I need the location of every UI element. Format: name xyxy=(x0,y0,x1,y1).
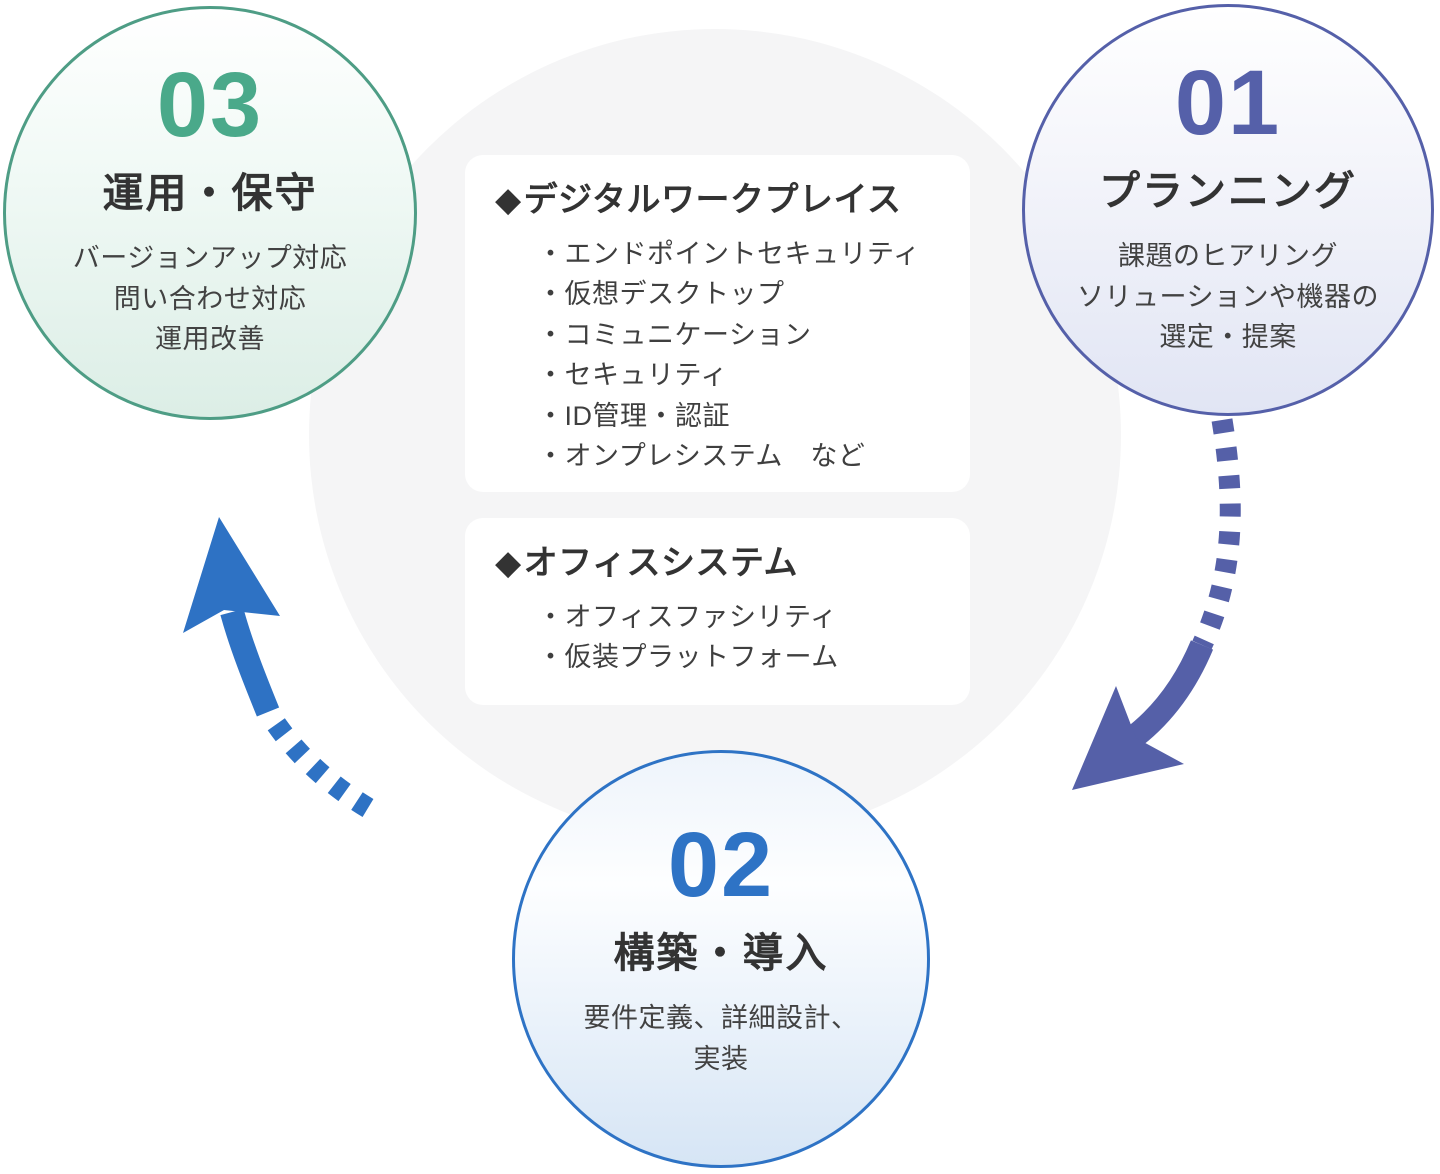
arrow-head-icon xyxy=(1072,686,1184,790)
office-system-card-title: ◆オフィスシステム xyxy=(495,542,950,585)
diamond-icon: ◆ xyxy=(495,544,522,582)
list-item: ・オンプレシステム など xyxy=(537,441,866,471)
digital-workplace-card: ◆デジタルワークプレイス ・エンドポイントセキュリティ ・仮想デスクトップ ・コ… xyxy=(465,155,970,492)
diamond-icon: ◆ xyxy=(495,181,522,219)
office-system-card-title-text: オフィスシステム xyxy=(523,544,798,582)
list-item: ・エンドポイントセキュリティ xyxy=(537,238,921,269)
arrow-head-icon xyxy=(183,517,280,633)
list-item: ・仮装プラットフォーム xyxy=(537,642,839,672)
arrow-dashed-tail xyxy=(1192,418,1241,650)
arrow-01-to-02 xyxy=(1072,418,1241,790)
arrow-02-to-03 xyxy=(183,517,374,817)
step-description: バージョンアップ対応 問い合わせ対応 運用改善 xyxy=(72,243,348,355)
step-number: 03 xyxy=(156,54,264,156)
digital-workplace-list: ・エンドポイントセキュリティ ・仮想デスクトップ ・コミュニケーション ・セキュ… xyxy=(495,234,950,477)
digital-workplace-card-title: ◆デジタルワークプレイス xyxy=(495,179,950,222)
list-item: ・ID管理・認証 xyxy=(537,400,730,431)
office-system-card: ◆オフィスシステム ・オフィスファシリティ ・仮装プラットフォーム xyxy=(465,518,970,705)
step-03-operate-circle: 03 運用・保守 バージョンアップ対応 問い合わせ対応 運用改善 xyxy=(3,6,417,420)
step-02-build-circle: 02 構築・導入 要件定義、詳細設計、 実装 xyxy=(512,750,930,1168)
office-system-list: ・オフィスファシリティ ・仮装プラットフォーム xyxy=(495,597,950,678)
step-description: 要件定義、詳細設計、 実装 xyxy=(583,1003,859,1074)
list-item: ・仮想デスクトップ xyxy=(537,279,785,309)
arrow-solid-shaft xyxy=(220,608,280,717)
step-title: プランニング xyxy=(1099,168,1357,214)
list-item: ・セキュリティ xyxy=(537,360,728,390)
step-number: 02 xyxy=(667,814,775,916)
arrow-solid-shaft xyxy=(1122,640,1214,750)
step-01-planning-circle: 01 プランニング 課題のヒアリング ソリューションや機器の 選定・提案 xyxy=(1022,4,1434,416)
digital-workplace-card-title-text: デジタルワークプレイス xyxy=(523,181,902,219)
step-number: 01 xyxy=(1174,52,1282,154)
arrow-dashed-tail xyxy=(259,706,374,817)
step-description: 課題のヒアリング ソリューションや機器の 選定・提案 xyxy=(1077,241,1379,353)
list-item: ・オフィスファシリティ xyxy=(537,601,838,632)
list-item: ・コミュニケーション xyxy=(537,319,812,350)
step-title: 構築・導入 xyxy=(613,930,829,976)
step-title: 運用・保守 xyxy=(102,170,318,216)
